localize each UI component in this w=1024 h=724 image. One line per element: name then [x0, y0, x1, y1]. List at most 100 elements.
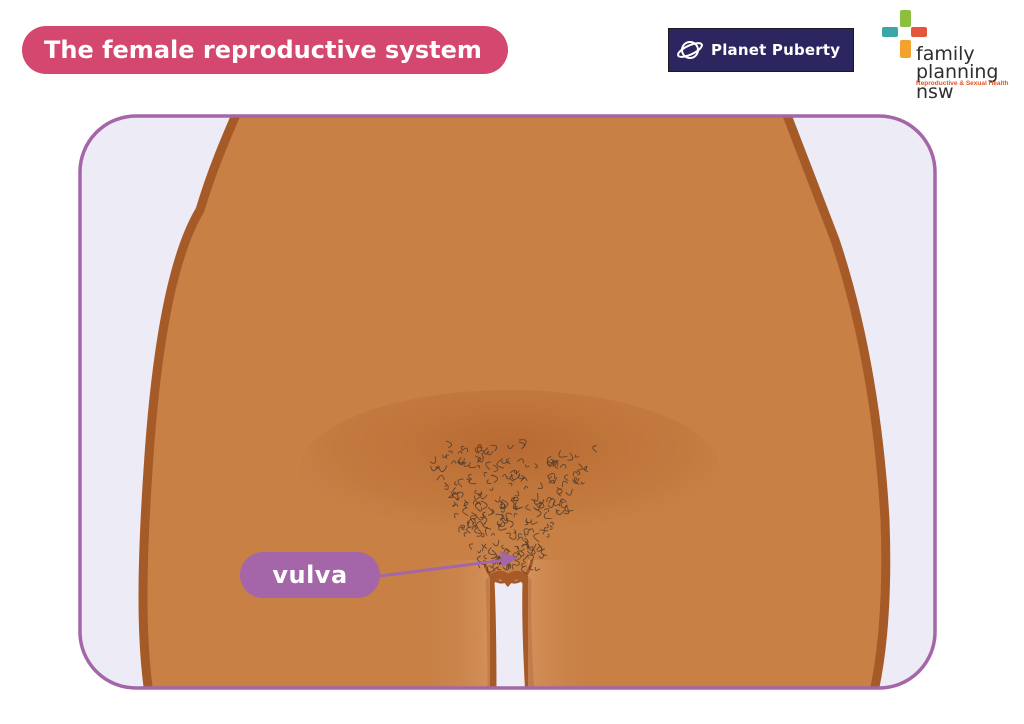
hair-curl: [525, 520, 529, 526]
hair-curl: [527, 543, 537, 551]
hair-curl: [480, 446, 489, 452]
hair-curl: [507, 444, 514, 450]
hair-curl: [548, 479, 556, 485]
hair-curl: [510, 473, 521, 481]
hair-curl: [514, 501, 524, 509]
hair-curl: [547, 473, 556, 480]
hair-curl: [500, 503, 507, 509]
hair-curl: [564, 504, 574, 512]
hair-curl: [546, 533, 550, 538]
hair-curl: [509, 531, 517, 540]
hair-curl: [463, 502, 469, 509]
hair-curl: [445, 440, 453, 449]
hair-curl: [514, 545, 519, 550]
hair-curl: [572, 471, 578, 477]
hair-curl: [567, 452, 574, 461]
hair-curl: [490, 444, 498, 452]
hair-curl: [486, 450, 494, 456]
hair-curl: [480, 500, 488, 510]
hair-curl: [480, 516, 488, 525]
hair-curl: [455, 496, 460, 501]
vulva-label-text: vulva: [272, 561, 348, 589]
hair-curl: [573, 477, 578, 481]
hair-curl: [559, 463, 567, 469]
hair-curl: [507, 564, 511, 569]
hair-curl: [466, 478, 470, 483]
hair-curl: [442, 454, 448, 458]
hair-curl: [563, 474, 569, 482]
hair-curl: [502, 473, 507, 478]
hair-curl: [460, 524, 466, 529]
hair-curl: [482, 546, 488, 552]
vulva-pointer-arrow: [379, 558, 506, 578]
hair-curl: [500, 508, 505, 513]
hair-curl: [498, 524, 507, 531]
hair-curl: [463, 532, 468, 537]
hair-curl: [486, 479, 492, 485]
hair-curl: [487, 547, 497, 555]
hair-curl: [520, 477, 528, 482]
hair-curl: [496, 566, 501, 571]
hair-curl: [531, 492, 539, 502]
hair-curl: [540, 548, 547, 557]
hair-curl: [543, 526, 549, 532]
hair-curl: [461, 447, 469, 453]
vulva-label: vulva: [240, 552, 380, 598]
hair-curl: [524, 540, 528, 545]
hair-curl: [549, 525, 553, 531]
hair-curl: [454, 481, 458, 486]
hair-curl: [534, 463, 538, 469]
hair-curl: [551, 461, 559, 467]
hair-curl: [525, 531, 529, 536]
pubic-hair: [429, 439, 598, 575]
hair-curl: [478, 507, 483, 512]
hair-curl: [574, 454, 580, 458]
hair-curl: [474, 455, 481, 463]
planet-icon: [677, 41, 703, 59]
hair-curl: [505, 512, 512, 521]
hair-curl: [506, 475, 511, 480]
hair-curl: [476, 528, 483, 537]
hair-curl: [474, 502, 481, 512]
hair-curl: [499, 504, 506, 510]
hair-curl: [490, 533, 495, 536]
hair-curl: [479, 494, 488, 500]
hair-curl: [457, 478, 464, 488]
hair-curl: [481, 564, 486, 568]
hair-curl: [550, 458, 557, 467]
hair-curl: [544, 523, 549, 529]
hair-curl: [512, 552, 518, 558]
hair-curl: [546, 460, 554, 466]
hair-curl: [481, 532, 485, 538]
hair-curl: [516, 550, 520, 556]
hair-curl: [506, 532, 511, 537]
hair-curl: [474, 521, 484, 529]
hair-curl: [582, 465, 588, 471]
hair-curl: [558, 450, 568, 458]
cross-logo-icon: [882, 10, 927, 58]
hair-curl: [510, 497, 515, 502]
hair-curl: [505, 457, 511, 465]
hair-curl: [522, 558, 527, 564]
hair-curl: [517, 458, 524, 464]
hair-curl: [457, 458, 465, 466]
hair-curl: [521, 563, 525, 568]
hair-curl: [501, 457, 510, 464]
hair-curl: [470, 515, 477, 524]
hair-curl: [489, 487, 494, 491]
hair-curl: [526, 554, 534, 562]
hair-curl: [438, 465, 448, 472]
hair-curl: [481, 543, 487, 547]
hair-curl: [534, 508, 542, 518]
hair-curl: [466, 521, 471, 527]
hair-curl: [457, 450, 463, 454]
hair-curl: [536, 543, 543, 552]
hair-curl: [448, 450, 453, 454]
hair-curl: [499, 518, 506, 527]
hair-curl: [547, 460, 556, 467]
hair-curl: [458, 456, 467, 464]
hair-curl: [429, 456, 437, 464]
hair-curl: [496, 522, 503, 527]
hair-curl: [474, 495, 481, 500]
